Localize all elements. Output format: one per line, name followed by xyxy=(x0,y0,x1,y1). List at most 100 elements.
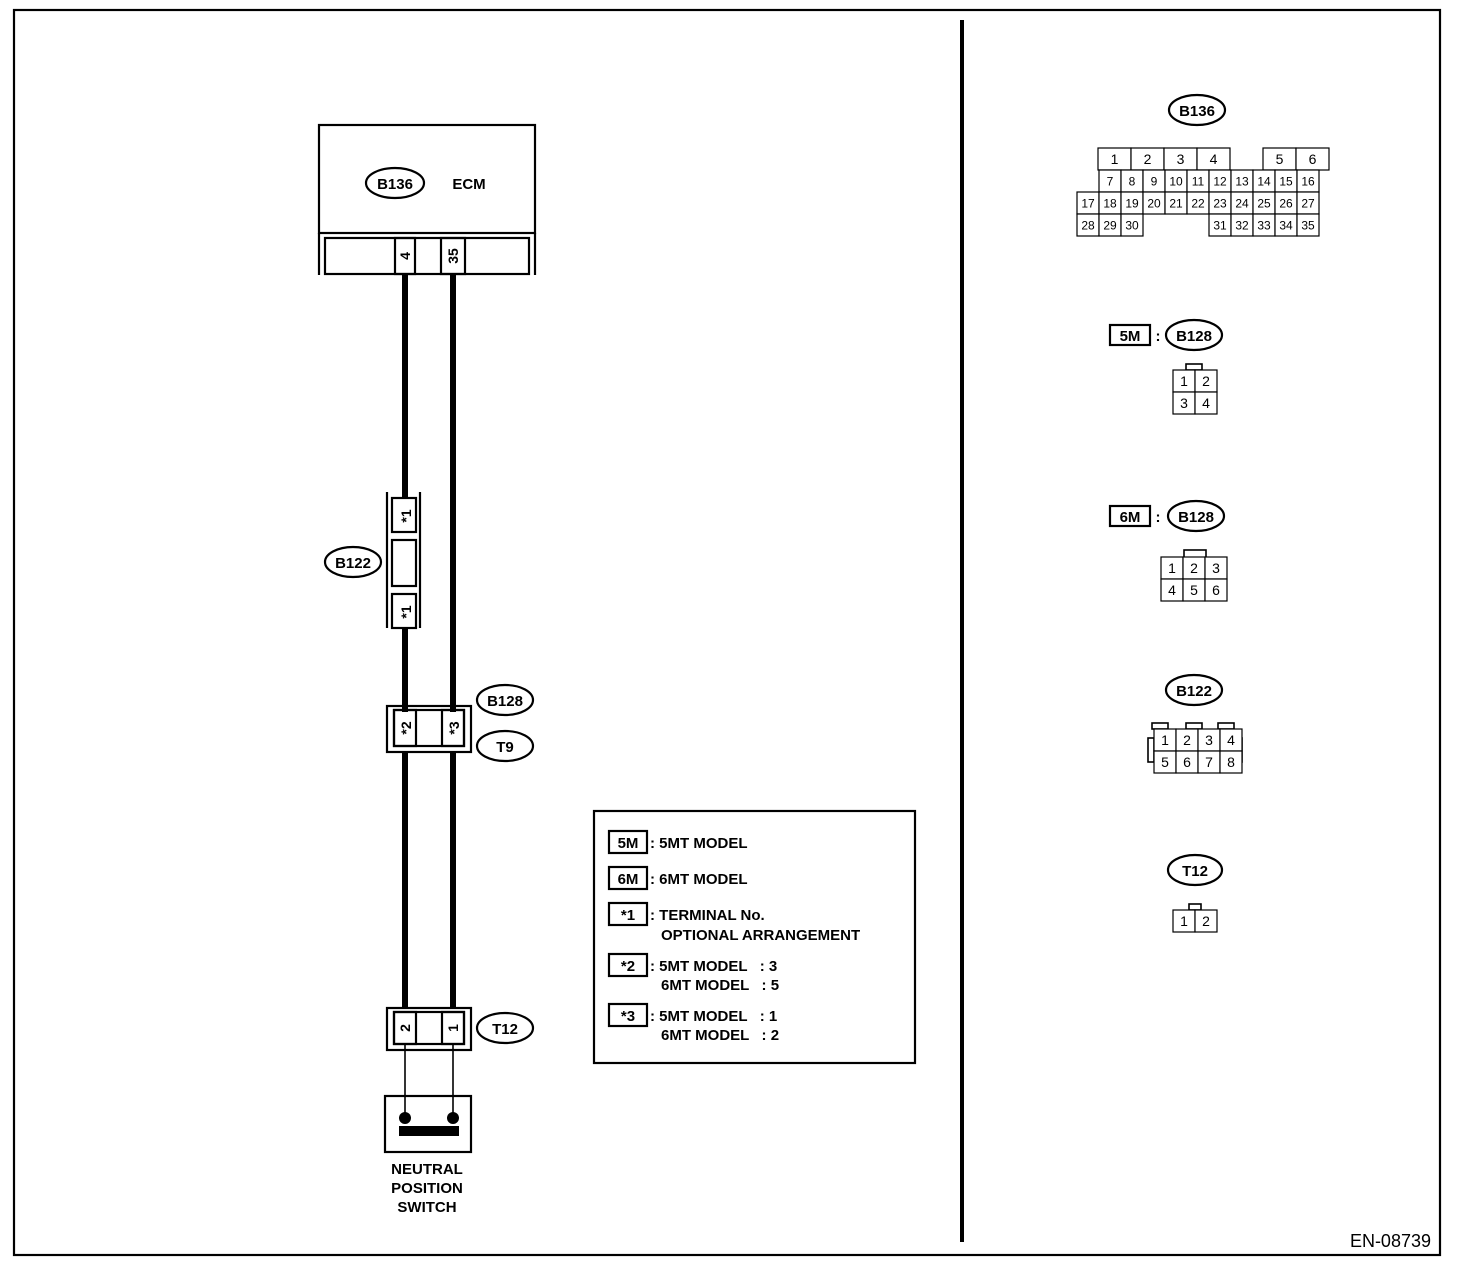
b128-5m-label: B128 xyxy=(1176,328,1212,345)
b122-top-pin-box xyxy=(390,496,418,534)
pin-number: 3 xyxy=(1177,151,1185,167)
pin-number: 23 xyxy=(1213,196,1227,210)
pin-number: 19 xyxy=(1125,196,1139,210)
pin-number: 3 xyxy=(1180,395,1188,411)
switch-contact-right xyxy=(447,1112,459,1124)
pin-number: 27 xyxy=(1301,196,1315,210)
legend-text: : TERMINAL No. xyxy=(650,907,765,924)
legend-item-5m: 5M : 5MT MODEL xyxy=(607,829,748,855)
pin-number: 4 xyxy=(1210,151,1218,167)
pin-number: 32 xyxy=(1235,218,1249,232)
legend-key: *1 xyxy=(621,907,635,924)
pin-number: 29 xyxy=(1103,218,1117,232)
b136-view-oval xyxy=(1167,93,1227,127)
pin-number: 14 xyxy=(1257,174,1271,188)
legend-text-2: 6MT MODEL : 2 xyxy=(661,1027,779,1044)
switch-box xyxy=(383,1094,473,1154)
b128-5m-oval xyxy=(1164,318,1224,352)
pin-cell xyxy=(1296,213,1320,237)
pin-number: 25 xyxy=(1257,196,1271,210)
b122-bottom-pin-box xyxy=(390,592,418,630)
ecm-label: ECM xyxy=(452,176,485,193)
pin-number: 1 xyxy=(1168,560,1176,576)
pin-number: 22 xyxy=(1191,196,1205,210)
document-code: EN-08739 xyxy=(1350,1231,1431,1251)
b122-connector: *1 *1 B122 xyxy=(323,492,422,630)
t12-pin-1: 1 xyxy=(445,1024,461,1032)
pin-number: 18 xyxy=(1103,196,1117,210)
b128-t9-connector: *2 *3 B128 T9 xyxy=(385,683,535,763)
pin-number: 28 xyxy=(1081,218,1095,232)
pin-cell xyxy=(1204,578,1228,602)
pin-number: 3 xyxy=(1205,732,1213,748)
t12-pin-2: 2 xyxy=(397,1024,413,1032)
pin-number: 3 xyxy=(1212,560,1220,576)
pin-number: 17 xyxy=(1081,196,1095,210)
b122-view-label: B122 xyxy=(1176,683,1212,700)
pin-cell xyxy=(1194,909,1218,933)
legend: 5M : 5MT MODEL 6M : 6MT MODEL *1 : TERMI… xyxy=(592,809,917,1065)
b128-label: B128 xyxy=(487,693,523,710)
pin-number: 20 xyxy=(1147,196,1161,210)
pin-cell xyxy=(1194,391,1218,415)
switch-bar xyxy=(399,1126,459,1136)
switch-label-line2: POSITION xyxy=(391,1180,463,1197)
b136-view-label: B136 xyxy=(1179,103,1215,120)
t12-outer xyxy=(385,1006,473,1052)
pin-number: 15 xyxy=(1279,174,1293,188)
pin-number: 12 xyxy=(1213,174,1227,188)
b128-oval xyxy=(475,683,535,717)
pin-number: 16 xyxy=(1301,174,1315,188)
b122-bottom-pin: *1 xyxy=(398,605,414,618)
b122-oval xyxy=(323,545,383,579)
pin-number: 13 xyxy=(1235,174,1249,188)
t12-view-oval xyxy=(1166,853,1224,887)
pin-number: 34 xyxy=(1279,218,1293,232)
ecm-box xyxy=(317,123,537,235)
neutral-position-switch: NEUTRAL POSITION SWITCH xyxy=(383,1044,473,1216)
b128-6m-tag: 6M xyxy=(1120,509,1141,526)
pin-number: 5 xyxy=(1276,151,1284,167)
b122-gap-box xyxy=(390,538,418,588)
wires xyxy=(402,274,456,1009)
legend-text: : 6MT MODEL xyxy=(650,871,748,888)
switch-label-line1: NEUTRAL xyxy=(391,1161,463,1178)
pin-number: 8 xyxy=(1227,754,1235,770)
pin-number: 33 xyxy=(1257,218,1271,232)
b128-6m-sep: : xyxy=(1156,509,1161,526)
pin-number: 2 xyxy=(1190,560,1198,576)
ecm-block: B136 ECM 4 35 xyxy=(317,123,537,276)
pin-number: 4 xyxy=(1227,732,1235,748)
b122-label: B122 xyxy=(335,555,371,572)
legend-text: : 5MT MODEL : 3 xyxy=(650,958,777,975)
ecm-connector-strip xyxy=(323,236,531,276)
pin-number: 10 xyxy=(1169,174,1183,188)
t12-label: T12 xyxy=(492,1021,518,1038)
b122-view-oval xyxy=(1164,673,1224,707)
b122-top-pin: *1 xyxy=(398,509,414,522)
legend-key: *3 xyxy=(621,1008,635,1025)
ecm-connector-label: B136 xyxy=(377,176,413,193)
b128-pin-left-box xyxy=(392,708,418,748)
b128-6m-label: B128 xyxy=(1178,509,1214,526)
pin-number: 2 xyxy=(1144,151,1152,167)
pin-cell xyxy=(1120,213,1144,237)
pin-number: 7 xyxy=(1107,174,1114,188)
pin-number: 9 xyxy=(1151,174,1158,188)
b128-5m-tag-box xyxy=(1108,323,1152,347)
pin-number: 5 xyxy=(1161,754,1169,770)
b128-6m-tag-box xyxy=(1108,504,1152,528)
pin-number: 24 xyxy=(1235,196,1249,210)
b128-pin-right: *3 xyxy=(446,721,462,734)
pin-number: 6 xyxy=(1183,754,1191,770)
switch-label-line3: SWITCH xyxy=(397,1199,456,1216)
pin-number: 6 xyxy=(1309,151,1317,167)
